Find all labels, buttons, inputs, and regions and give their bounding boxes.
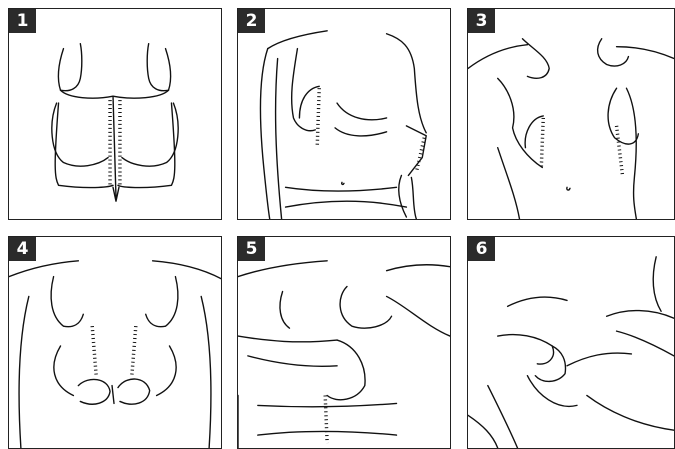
- step-panel-6: 6: [467, 236, 675, 449]
- step-panel-2: 2: [237, 8, 451, 220]
- step-panel-3: 3: [467, 8, 675, 220]
- open-bra-front-zipper-icon: [9, 9, 221, 219]
- adjusting-underwire-icon: [468, 237, 674, 448]
- bra-on-one-arm-icon: [238, 9, 450, 219]
- closing-zipper-icon: [9, 237, 221, 448]
- adjusting-cup-icon: [238, 237, 450, 448]
- bra-over-shoulders-icon: [468, 9, 674, 219]
- step-panel-5: 5: [237, 236, 451, 449]
- step-panel-4: 4: [8, 236, 222, 449]
- step-panel-1: 1: [8, 8, 222, 220]
